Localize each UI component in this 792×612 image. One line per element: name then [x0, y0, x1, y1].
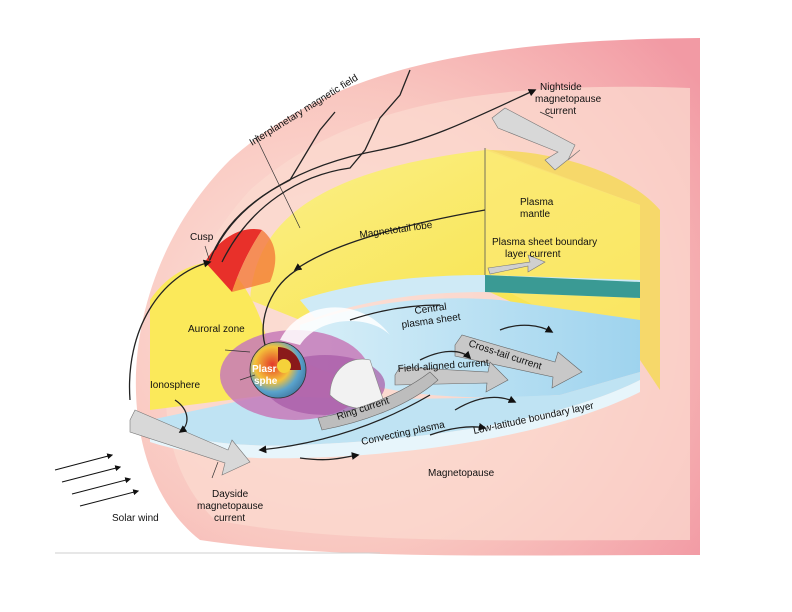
sheet-flow-line-3 [499, 324, 554, 333]
label-psbl-1: Plasma sheet boundary [492, 237, 597, 248]
ionosphere-current-line [174, 399, 188, 433]
equatorial-plane [150, 372, 640, 446]
nightside-current-arrow [491, 107, 581, 171]
dayside-field-line [128, 259, 212, 401]
label-auroral-zone: Auroral zone [188, 324, 245, 335]
convection-loop-1 [299, 452, 360, 461]
solar-wind-arrows [54, 453, 140, 507]
label-dayside-2: magnetopause [197, 501, 264, 512]
ring-current-arrow [317, 371, 439, 431]
label-plasmasphere-1: Plasr [252, 364, 277, 375]
white-field-shell [329, 358, 386, 410]
label-cusp: Cusp [190, 232, 214, 243]
dayside-current-arrow [129, 409, 251, 476]
label-dayside-3: current [214, 513, 245, 524]
label-plasma-mantle-1: Plasma [520, 197, 554, 208]
leader-lines [204, 111, 554, 479]
cusp-highlight [232, 230, 276, 292]
imf-line-2 [221, 69, 411, 263]
psbl-current-arrow [487, 254, 546, 275]
convection-loop-2 [429, 422, 487, 436]
label-plasmasphere-2: sphe [254, 376, 278, 387]
sheet-flow-line-2 [454, 395, 517, 411]
label-central-plasma-1: Central [414, 302, 447, 317]
lobe-to-earth-line [262, 267, 301, 346]
label-magnetopause: Magnetopause [428, 468, 495, 479]
imf-line-3 [209, 111, 336, 261]
label-nightside-current-2: magnetopause [535, 94, 602, 105]
sheet-flow-line-1 [419, 350, 472, 361]
teal-boundary-band [485, 275, 640, 298]
plasma-sheet-line [349, 304, 441, 321]
label-ionosphere: Ionosphere [150, 380, 200, 391]
convecting-plasma-line [258, 394, 431, 454]
label-psbl-2: layer current [505, 249, 561, 260]
magnetotail-field-line [293, 209, 486, 271]
label-solar-wind: Solar wind [112, 513, 159, 524]
cross-tail-current-arrow [454, 334, 583, 389]
tail-cross-section-wall [485, 148, 640, 360]
label-nightside-current-3: current [545, 106, 576, 117]
label-plasma-mantle-2: mantle [520, 209, 550, 220]
label-nightside-current-1: Nightside [540, 82, 582, 93]
cusp-region [205, 229, 262, 292]
label-dayside-1: Dayside [212, 489, 249, 500]
field-lines [128, 69, 554, 461]
